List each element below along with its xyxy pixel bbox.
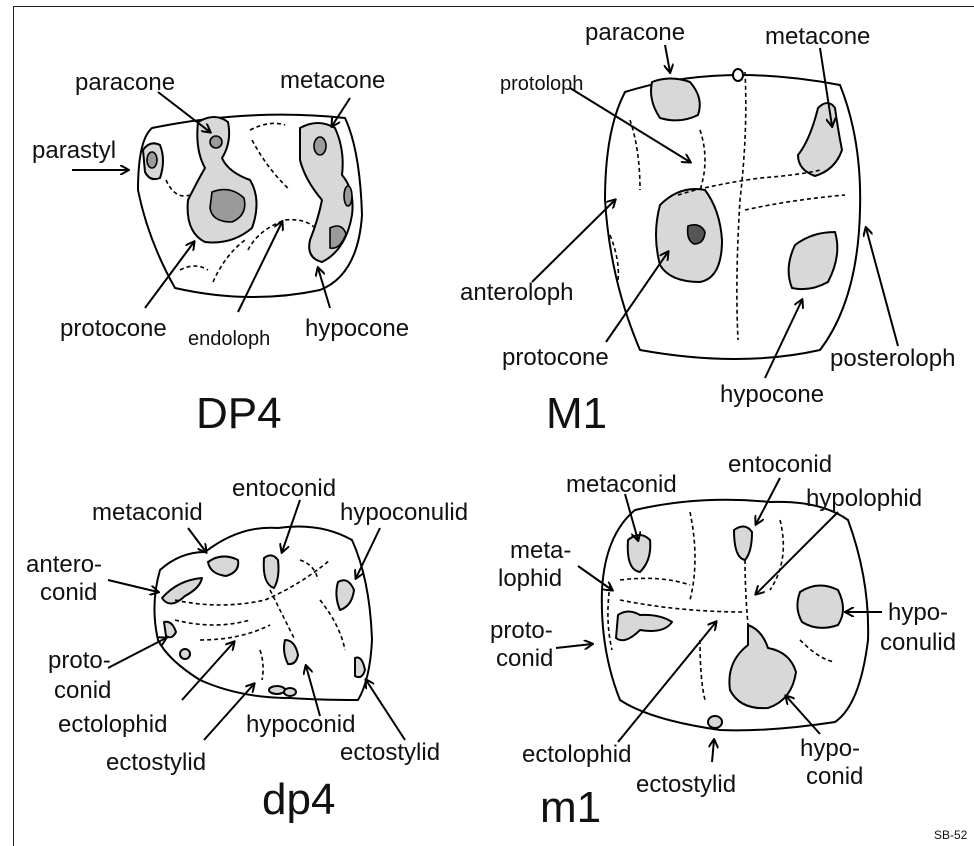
m1l-label-ectolophid: ectolophid [522, 741, 631, 768]
m1l-label-hypoconid-1: hypo- [800, 735, 860, 762]
m1-label-anteroloph: anteroloph [460, 279, 573, 306]
figure-id-tag: SB-52 [934, 828, 968, 842]
m1-label-posteroloph: posteroloph [830, 345, 955, 372]
dp4-panel-title: DP4 [196, 389, 282, 438]
m1l-label-hypolophid: hypolophid [806, 485, 922, 512]
m1l-label-protoconid-2: conid [496, 645, 553, 672]
m1l-hypoconulid-cusp [797, 585, 843, 627]
dp4l-label-ectostylid-right: ectostylid [340, 739, 440, 766]
dp4l-label-protoconid-2: conid [54, 677, 111, 704]
dp4l-label-ectolophid: ectolophid [58, 711, 167, 738]
m1l-label-protoconid-1: proto- [490, 617, 553, 644]
dp4-upper-tooth [138, 115, 362, 297]
m1-paracone-cusp [651, 79, 700, 121]
dp4l-label-ectostylid-left: ectostylid [106, 749, 206, 776]
m1-label-protoloph: protoloph [500, 73, 583, 95]
dp4-label-metacone: metacone [280, 67, 385, 94]
dp4-label-paracone: paracone [75, 69, 175, 96]
m1-panel-title: M1 [546, 389, 607, 438]
m1l-label-metalophid-1: meta- [510, 537, 571, 564]
m1-label-protocone: protocone [502, 344, 609, 371]
m1l-label-hypoconid-2: conid [806, 763, 863, 790]
m1-label-hypocone: hypocone [720, 381, 824, 408]
dp4l-label-hypoconulid: hypoconulid [340, 499, 468, 526]
m1-lower-panel-title: m1 [540, 783, 601, 832]
m1l-label-ectostylid: ectostylid [636, 771, 736, 798]
dp4l-label-anteroconid-2: conid [40, 579, 97, 606]
m1l-label-metaconid: metaconid [566, 471, 677, 498]
dp4-lower-tooth [154, 527, 372, 701]
m1l-label-hypoconulid-1: hypo- [888, 599, 948, 626]
dp4l-label-anteroconid-1: antero- [26, 551, 102, 578]
dp4-label-hypocone: hypocone [305, 315, 409, 342]
dp4-label-endoloph: endoloph [188, 328, 270, 350]
dp4l-label-hypoconid: hypoconid [246, 711, 355, 738]
m1-label-paracone: paracone [585, 19, 685, 46]
m1-label-metacone: metacone [765, 23, 870, 50]
dp4-label-protocone: protocone [60, 315, 167, 342]
m1-upper-tooth [605, 69, 860, 359]
dp4-label-parastyl: parastyl [32, 137, 116, 164]
dp4-lower-panel-title: dp4 [262, 775, 335, 824]
dp4l-label-entoconid: entoconid [232, 475, 336, 502]
m1l-label-hypoconulid-2: conulid [880, 629, 956, 656]
m1l-label-metalophid-2: lophid [498, 565, 562, 592]
dp4l-label-protoconid-1: proto- [48, 647, 111, 674]
dp4l-label-metaconid: metaconid [92, 499, 203, 526]
m1-lower-tooth [602, 500, 868, 731]
m1l-label-entoconid: entoconid [728, 451, 832, 478]
